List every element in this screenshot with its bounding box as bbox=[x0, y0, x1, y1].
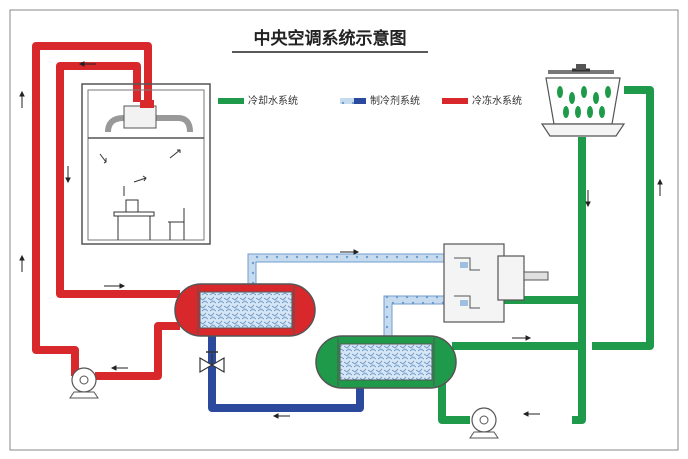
cooling-tower-icon bbox=[540, 64, 626, 137]
office-room-icon bbox=[81, 83, 211, 245]
diagram-title: 中央空调系统示意图 bbox=[254, 28, 407, 49]
legend-label-refrigerant: 制冷剂系统 bbox=[370, 94, 420, 107]
flow-arrows bbox=[19, 61, 663, 419]
refrigerant-discharge-outline bbox=[383, 295, 444, 340]
fan-coil-unit-icon bbox=[105, 100, 193, 133]
cooling-water-pump-icon bbox=[469, 407, 499, 439]
legend-swatch-refrigerant bbox=[340, 98, 366, 104]
compressor-icon bbox=[443, 243, 549, 323]
chilled-pump-outlet-pipe bbox=[95, 322, 180, 380]
legend-swatch-cooling bbox=[218, 98, 244, 104]
refrigerant-suction-pipe bbox=[248, 254, 444, 292]
expansion-valve-icon bbox=[199, 351, 225, 374]
cooling-pump-inlet-pipe bbox=[438, 370, 470, 424]
cooling-pump-pipe bbox=[572, 300, 586, 424]
chilled-water-loop bbox=[32, 42, 180, 380]
outer-frame bbox=[9, 9, 679, 451]
refrigerant-loop bbox=[208, 253, 444, 412]
chilled-return-pipe bbox=[56, 62, 180, 298]
legend-label-cooling: 冷却水系统 bbox=[248, 94, 298, 107]
legend-swatch-refrigerant-dark bbox=[354, 98, 366, 104]
refrigerant-liquid-pipe bbox=[208, 330, 364, 412]
chilled-supply-pipe bbox=[32, 42, 152, 376]
refrigerant-discharge-pipe bbox=[384, 296, 444, 340]
condenser-tank bbox=[315, 335, 457, 389]
air-flow-arrows bbox=[99, 149, 181, 196]
desk-and-chair bbox=[113, 199, 185, 240]
cooling-return-pipe bbox=[592, 86, 654, 350]
legend: 冷却水系统 制冷剂系统 冷冻水系统 bbox=[218, 94, 522, 107]
chilled-water-pump-icon bbox=[69, 367, 99, 399]
legend-swatch-chilled bbox=[442, 98, 468, 104]
evaporator-tank bbox=[174, 283, 316, 337]
legend-label-chilled: 冷冻水系统 bbox=[472, 94, 522, 107]
